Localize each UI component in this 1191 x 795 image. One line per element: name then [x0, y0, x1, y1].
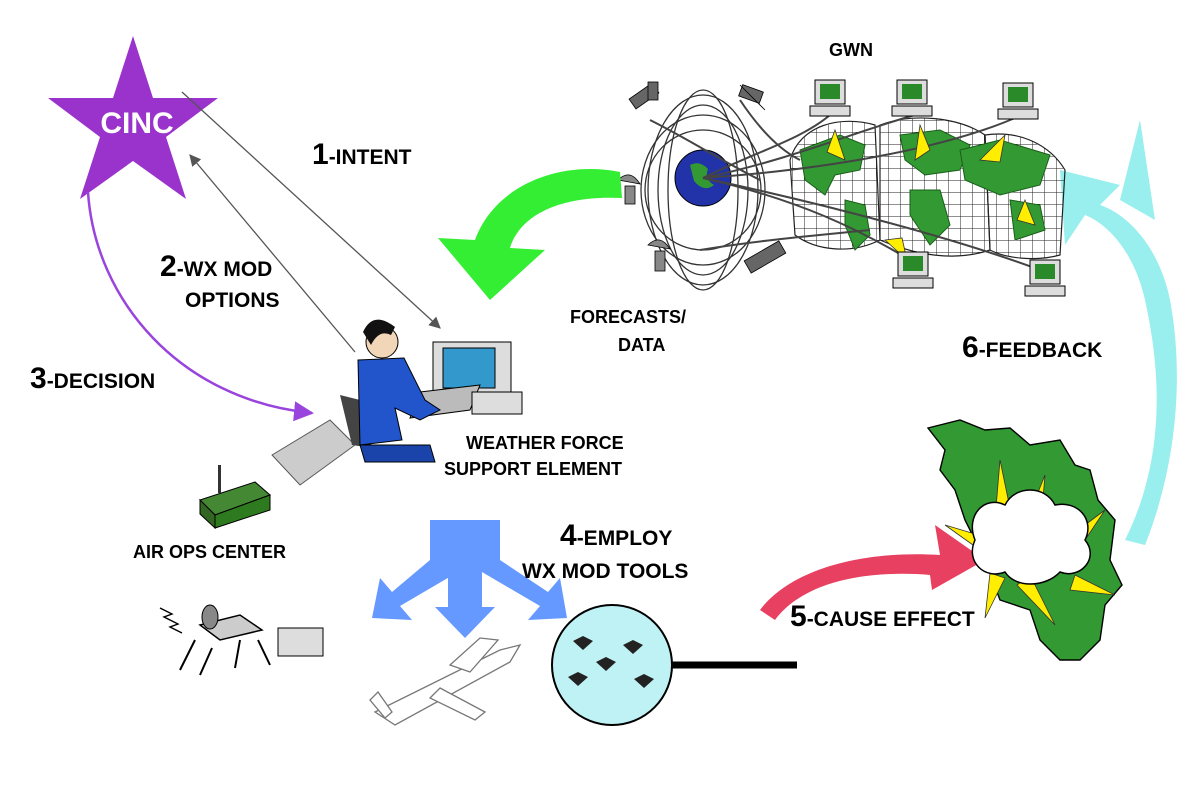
gwn-network: [617, 79, 1066, 297]
forecasts-label: FORECASTS/: [570, 307, 686, 327]
decision-arrow: [86, 191, 314, 422]
computer-icon: [891, 79, 933, 117]
air-ops-label: AIR OPS CENTER: [133, 542, 286, 562]
step-1-label: 1-INTENT: [312, 138, 412, 171]
ground-generator-icon: [159, 604, 324, 676]
wfse-label-line2: SUPPORT ELEMENT: [444, 459, 622, 479]
wfse-label: WEATHER FORCE: [466, 433, 624, 453]
cinc-label: CINC: [100, 107, 173, 140]
computer-icon: [1024, 259, 1066, 297]
air-ops-building-icon: [199, 465, 271, 530]
employ-arrows: [372, 520, 567, 638]
weather-operator-icon: [271, 319, 523, 486]
computer-icon: [892, 251, 934, 289]
aircraft-icon: [369, 637, 522, 726]
dish-antenna-icon: [617, 174, 671, 272]
step-2-label: 2-WX MOD: [160, 250, 272, 283]
forecasts-label-line2: DATA: [618, 335, 665, 355]
step-5-label: 5-CAUSE EFFECT: [790, 600, 975, 633]
satellite-icon: [628, 81, 660, 110]
step-4-label: 4-EMPLOY: [560, 519, 672, 552]
stealth-aircraft-icon: [568, 636, 654, 688]
computer-icon: [809, 79, 851, 117]
feedback-arrow-tip: [1120, 120, 1155, 220]
cinc-star: [48, 36, 218, 199]
step-3-label: 3-DECISION: [30, 362, 155, 395]
target-land: [926, 419, 1123, 661]
intent-arrow: [181, 91, 441, 329]
satellite-icon: [738, 84, 766, 111]
cause-effect-arrow: [760, 525, 985, 620]
forecasts-arrow: [438, 169, 622, 300]
gwn-label: GWN: [829, 40, 873, 60]
step-2-label-line2: OPTIONS: [185, 289, 280, 312]
step-4-label-line2: WX MOD TOOLS: [522, 560, 688, 583]
satellite-icon: [743, 240, 787, 274]
feedback-arrow: [1060, 170, 1177, 545]
step-6-label: 6-FEEDBACK: [962, 331, 1102, 364]
cloud-icon: [971, 489, 1091, 585]
options-arrow: [189, 154, 356, 353]
computer-icon: [997, 82, 1039, 120]
